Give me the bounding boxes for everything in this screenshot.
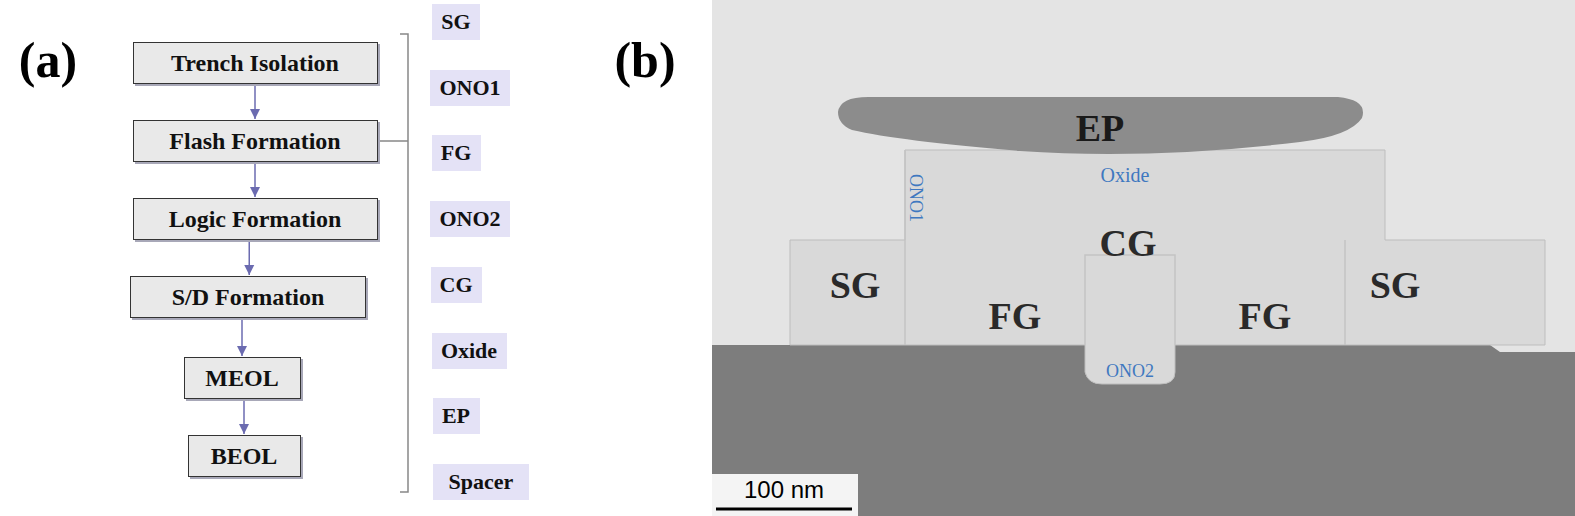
box-label: FG xyxy=(441,140,472,166)
box-label: MEOL xyxy=(205,365,278,392)
box-label: Trench Isolation xyxy=(171,50,339,77)
layer-label: Oxide xyxy=(1101,164,1150,187)
box-label: S/D Formation xyxy=(172,284,325,311)
layer-label: SG xyxy=(830,263,881,307)
layer-label: FG xyxy=(989,294,1042,338)
step-tag: ONO2 xyxy=(430,201,510,237)
panel-label: (b) xyxy=(614,31,675,89)
scale-label: 100 nm xyxy=(744,476,824,504)
process-box: Logic Formation xyxy=(133,198,378,240)
step-tag: Oxide xyxy=(432,333,507,369)
process-box: MEOL xyxy=(184,357,301,399)
flow-arrow xyxy=(254,86,256,119)
flow-arrow xyxy=(241,320,243,356)
flow-arrow xyxy=(249,242,251,275)
process-box: Flash Formation xyxy=(133,120,378,162)
scale-bar-ground xyxy=(712,474,858,516)
substrate xyxy=(712,345,1575,516)
box-label: EP xyxy=(442,403,470,429)
box-label: BEOL xyxy=(211,443,278,470)
layer-label: ONO2 xyxy=(1106,361,1154,382)
step-tag: ONO1 xyxy=(430,70,510,106)
gate-stack xyxy=(790,150,1545,384)
step-tag: Spacer xyxy=(433,464,529,500)
tem-background xyxy=(712,0,1575,516)
box-label: Oxide xyxy=(441,338,497,364)
panel-label: (a) xyxy=(19,31,77,89)
box-label: Logic Formation xyxy=(169,206,342,233)
layer-boundaries xyxy=(905,150,1345,345)
box-label: SG xyxy=(441,9,470,35)
box-label: Spacer xyxy=(449,469,514,495)
box-label: CG xyxy=(440,272,473,298)
step-tag: CG xyxy=(431,267,482,303)
layer-label: CG xyxy=(1100,221,1157,265)
layer-label: FG xyxy=(1239,294,1292,338)
layer-label: ONO1 xyxy=(905,174,926,222)
layer-label: EP xyxy=(1076,106,1125,150)
step-tag: FG xyxy=(432,135,481,171)
process-box: Trench Isolation xyxy=(133,42,378,84)
box-label: Flash Formation xyxy=(169,128,340,155)
process-box: S/D Formation xyxy=(130,276,366,318)
step-tag: SG xyxy=(432,4,480,40)
flow-arrow xyxy=(243,401,245,434)
process-box: BEOL xyxy=(188,435,301,477)
layer-label: SG xyxy=(1370,263,1421,307)
scale-bar xyxy=(716,508,852,511)
ep-layer xyxy=(838,97,1363,154)
box-label: ONO2 xyxy=(439,206,500,232)
flow-arrow xyxy=(254,164,256,197)
step-tag: EP xyxy=(433,398,480,434)
bracket xyxy=(380,34,408,492)
box-label: ONO1 xyxy=(439,75,500,101)
